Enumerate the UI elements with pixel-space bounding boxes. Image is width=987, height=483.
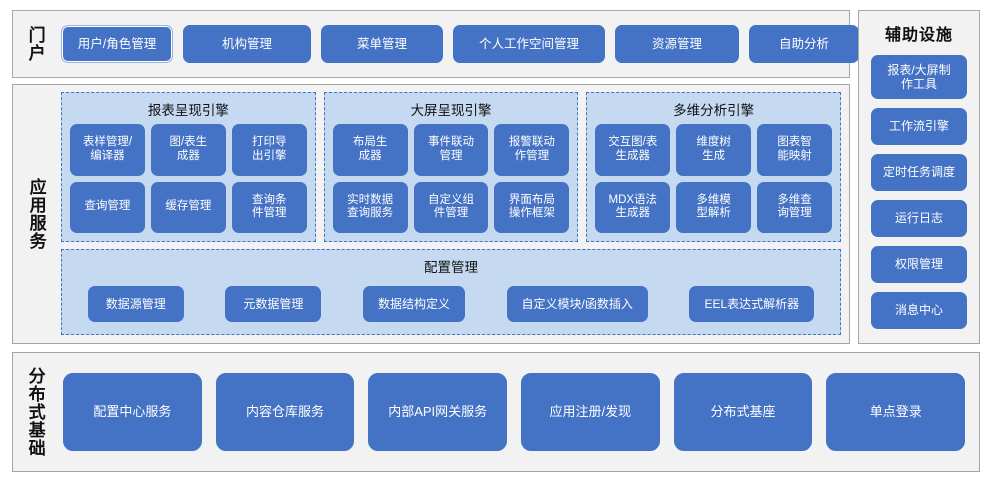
config-item-data-structure-definition[interactable]: 数据结构定义 xyxy=(362,286,465,322)
portal-band-label: 门户 xyxy=(25,26,45,62)
aux-item-message-center[interactable]: 消息中心 xyxy=(871,292,967,329)
dashboard-item-alarm-linkage-action-management[interactable]: 报警联动 作管理 xyxy=(494,124,570,176)
report-rendering-engine-grid: 表样管理/ 编译器 图/表生 成器 打印导 出引擎 查询管理 缓存管理 查询条 … xyxy=(70,124,307,233)
report-item-cache-management[interactable]: 缓存管理 xyxy=(150,181,226,233)
config-item-metadata-management[interactable]: 元数据管理 xyxy=(225,286,322,322)
aux-item-workflow-engine[interactable]: 工作流引擎 xyxy=(871,108,967,145)
application-services-band: 应用服务 报表呈现引擎 表样管理/ 编译器 图/表生 成器 打印导 出引擎 查询… xyxy=(12,84,850,344)
dist-item-distributed-base[interactable]: 分布式基座 xyxy=(673,373,813,451)
configuration-management-group: 配置管理 数据源管理 元数据管理 数据结构定义 自定义模块/函数插入 EEL表达… xyxy=(61,249,841,335)
report-item-query-condition-management[interactable]: 查询条 件管理 xyxy=(231,181,307,233)
olap-item-interactive-chart-table-generator[interactable]: 交互图/表 生成器 xyxy=(595,124,671,176)
engines-row: 报表呈现引擎 表样管理/ 编译器 图/表生 成器 打印导 出引擎 查询管理 缓存… xyxy=(61,92,842,242)
configuration-management-title: 配置管理 xyxy=(424,260,478,275)
multidimensional-analysis-engine-grid: 交互图/表 生成器 维度树 生成 图表智 能映射 MDX语法 生成器 多维模 型… xyxy=(595,124,833,233)
distributed-foundation-row: 配置中心服务 内容仓库服务 内部API网关服务 应用注册/发现 分布式基座 单点… xyxy=(57,353,979,471)
auxiliary-facilities-panel: 辅助设施 报表/大屏制 作工具 工作流引擎 定时任务调度 运行日志 权限管理 消… xyxy=(858,10,980,344)
dashboard-rendering-engine-group: 大屏呈现引擎 布局生 成器 事件联动 管理 报警联动 作管理 实时数据 查询服务… xyxy=(323,92,579,242)
report-item-query-management[interactable]: 查询管理 xyxy=(70,181,145,233)
aux-item-runtime-log[interactable]: 运行日志 xyxy=(871,200,967,237)
portal-item-resource-management[interactable]: 资源管理 xyxy=(615,25,739,63)
olap-item-mdx-syntax-generator[interactable]: MDX语法 生成器 xyxy=(595,181,671,233)
olap-item-multidimensional-model-parsing[interactable]: 多维模 型解析 xyxy=(676,181,752,233)
distributed-foundation-band: 分布式基础 配置中心服务 内容仓库服务 内部API网关服务 应用注册/发现 分布… xyxy=(12,352,980,472)
portal-item-self-service-analysis[interactable]: 自助分析 xyxy=(749,25,859,63)
dist-item-single-sign-on[interactable]: 单点登录 xyxy=(826,373,966,451)
portal-band: 门户 用户/角色管理 机构管理 菜单管理 个人工作空间管理 资源管理 自助分析 xyxy=(12,10,859,78)
auxiliary-facilities-title: 辅助设施 xyxy=(884,27,953,44)
configuration-management-row: 数据源管理 元数据管理 数据结构定义 自定义模块/函数插入 EEL表达式解析器 xyxy=(72,282,830,326)
portal-button-row: 用户/角色管理 机构管理 菜单管理 个人工作空间管理 资源管理 自助分析 xyxy=(57,11,869,77)
application-services-content: 报表呈现引擎 表样管理/ 编译器 图/表生 成器 打印导 出引擎 查询管理 缓存… xyxy=(59,85,849,343)
config-item-datasource-management[interactable]: 数据源管理 xyxy=(87,286,184,322)
report-rendering-engine-group: 报表呈现引擎 表样管理/ 编译器 图/表生 成器 打印导 出引擎 查询管理 缓存… xyxy=(61,92,316,242)
dashboard-item-realtime-data-query-service[interactable]: 实时数据 查询服务 xyxy=(332,181,408,233)
report-item-template-manager-compiler[interactable]: 表样管理/ 编译器 xyxy=(70,124,145,176)
report-item-chart-table-generator[interactable]: 图/表生 成器 xyxy=(150,124,226,176)
dashboard-item-event-linkage-management[interactable]: 事件联动 管理 xyxy=(413,124,489,176)
config-item-eel-expression-parser[interactable]: EEL表达式解析器 xyxy=(689,286,815,322)
olap-item-chart-smart-mapping[interactable]: 图表智 能映射 xyxy=(757,124,833,176)
portal-item-organization-management[interactable]: 机构管理 xyxy=(183,25,311,63)
portal-item-menu-management[interactable]: 菜单管理 xyxy=(321,25,443,63)
dist-item-config-center-service[interactable]: 配置中心服务 xyxy=(63,373,202,451)
multidimensional-analysis-engine-title: 多维分析引擎 xyxy=(673,103,755,118)
aux-item-scheduled-task-scheduler[interactable]: 定时任务调度 xyxy=(871,154,967,191)
dist-item-internal-api-gateway-service[interactable]: 内部API网关服务 xyxy=(368,373,508,451)
application-services-band-label: 应用服务 xyxy=(26,178,46,250)
multidimensional-analysis-engine-group: 多维分析引擎 交互图/表 生成器 维度树 生成 图表智 能映射 MDX语法 生成… xyxy=(586,92,842,242)
olap-item-dimension-tree-generation[interactable]: 维度树 生成 xyxy=(676,124,752,176)
report-rendering-engine-title: 报表呈现引擎 xyxy=(147,103,229,118)
aux-item-report-dashboard-authoring-tool[interactable]: 报表/大屏制 作工具 xyxy=(871,55,967,99)
dashboard-item-layout-generator[interactable]: 布局生 成器 xyxy=(332,124,408,176)
portal-item-user-role-management[interactable]: 用户/角色管理 xyxy=(61,25,173,63)
portal-item-personal-workspace-management[interactable]: 个人工作空间管理 xyxy=(453,25,605,63)
dashboard-item-ui-layout-operation-framework[interactable]: 界面布局 操作框架 xyxy=(494,181,570,233)
dashboard-rendering-engine-grid: 布局生 成器 事件联动 管理 报警联动 作管理 实时数据 查询服务 自定义组 件… xyxy=(332,124,570,233)
dist-item-application-registry-discovery[interactable]: 应用注册/发现 xyxy=(521,373,660,451)
olap-item-multidimensional-query-management[interactable]: 多维查 询管理 xyxy=(757,181,833,233)
dashboard-item-custom-component-management[interactable]: 自定义组 件管理 xyxy=(413,181,489,233)
auxiliary-facilities-list: 报表/大屏制 作工具 工作流引擎 定时任务调度 运行日志 权限管理 消息中心 xyxy=(859,55,979,329)
report-item-print-export-engine[interactable]: 打印导 出引擎 xyxy=(231,124,307,176)
dist-item-content-repository-service[interactable]: 内容仓库服务 xyxy=(215,373,355,451)
config-item-custom-module-function-injection[interactable]: 自定义模块/函数插入 xyxy=(506,286,648,322)
dashboard-rendering-engine-title: 大屏呈现引擎 xyxy=(410,103,492,118)
distributed-foundation-band-label: 分布式基础 xyxy=(25,367,45,457)
aux-item-permission-management[interactable]: 权限管理 xyxy=(871,246,967,283)
